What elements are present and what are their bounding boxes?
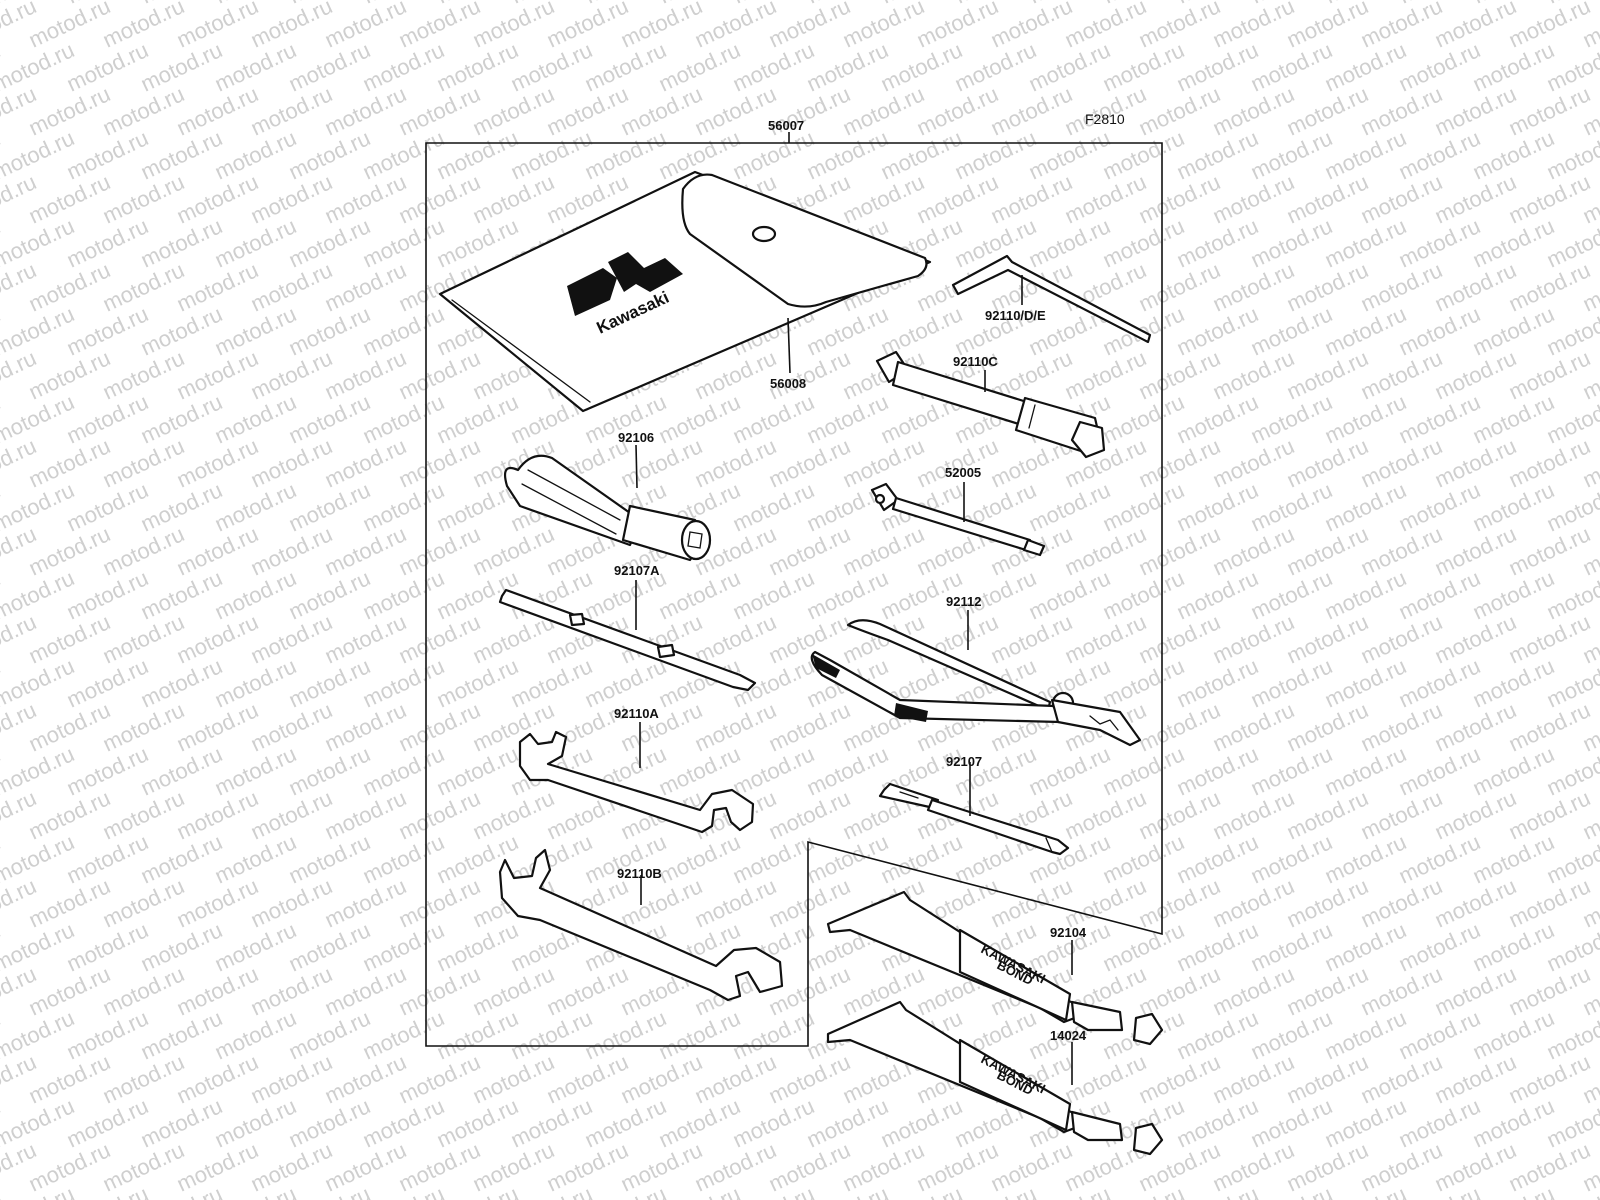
screwdriver[interactable] — [878, 782, 1070, 856]
figure-code: F2810 — [1085, 111, 1125, 127]
snap-button-icon — [751, 225, 777, 243]
pliers[interactable] — [810, 619, 1142, 747]
label-pliers: 92112 — [946, 594, 981, 609]
label-screwdriver-bit: 92107A — [614, 563, 660, 578]
adjuster-tool[interactable] — [870, 482, 1046, 557]
open-end-wrench-small[interactable] — [518, 730, 755, 834]
kit-outline — [425, 142, 1163, 1047]
bond-tube-92104[interactable]: KAWASAKI BOND — [826, 890, 1164, 1046]
label-adjuster-tool: 52005 — [945, 465, 981, 480]
tool-pouch[interactable]: Kawasaki — [438, 170, 932, 413]
screwdriver-handle[interactable] — [503, 454, 712, 562]
label-wrench-a: 92110A — [614, 706, 659, 721]
watermark-text: motod.ru — [0, 1181, 4, 1200]
label-wrench-b: 92110B — [617, 866, 662, 881]
hex-key[interactable] — [951, 254, 1152, 344]
plug-wrench[interactable] — [875, 350, 1106, 459]
label-bond-a: 92104 — [1050, 925, 1087, 940]
label-pouch: 56008 — [770, 376, 806, 391]
label-kit: 56007 — [768, 118, 804, 133]
label-plug-wrench: 92110C — [953, 354, 998, 369]
label-bond-b: 14024 — [1050, 1028, 1087, 1043]
screwdriver-bit-double[interactable] — [498, 588, 757, 692]
open-end-wrench-large[interactable] — [498, 848, 784, 1002]
label-handle: 92106 — [618, 430, 654, 445]
label-screwdriver: 92107 — [946, 754, 982, 769]
label-hex-key: 92110/D/E — [985, 308, 1046, 323]
